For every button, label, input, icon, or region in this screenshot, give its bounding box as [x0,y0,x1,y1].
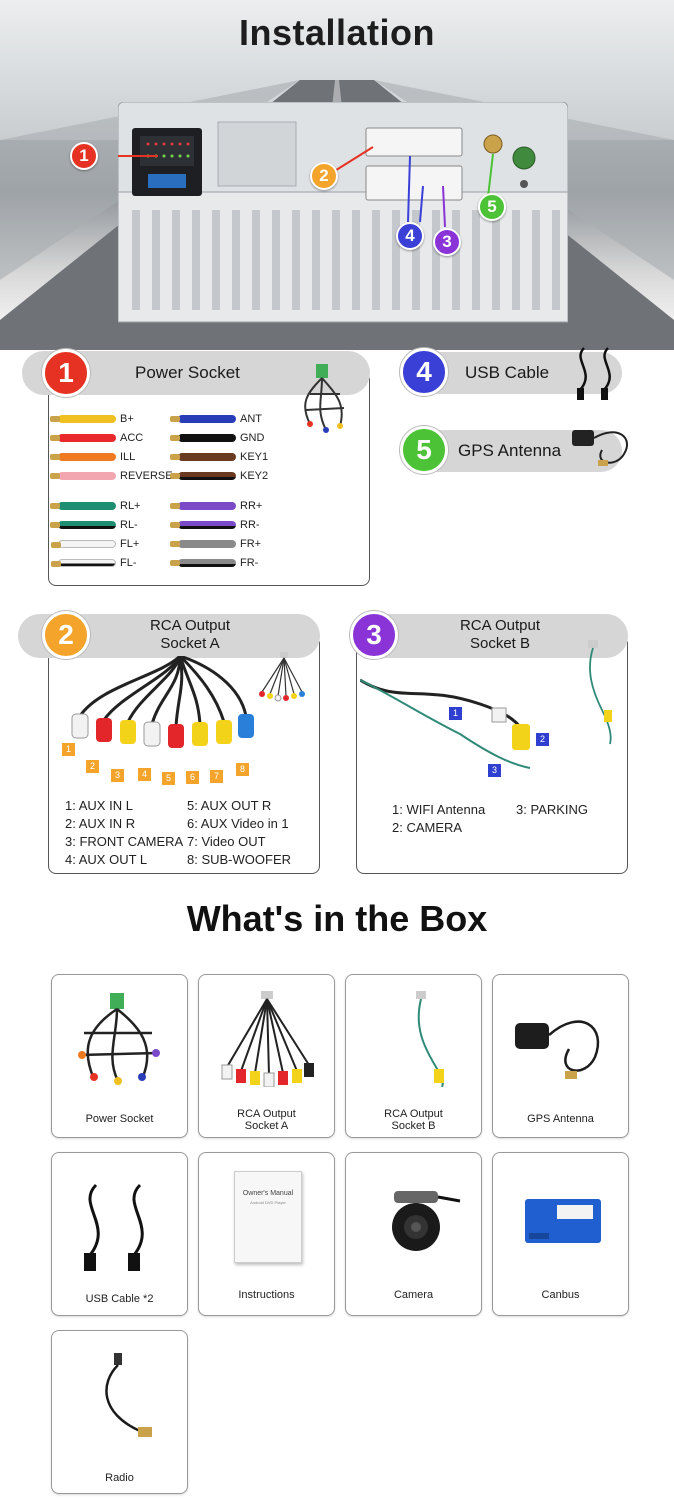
box-item-label: Power Socket [85,1113,154,1125]
rca-socket-a-panel [48,636,320,874]
rca-a-legend-1: 1: AUX IN L [65,798,133,813]
rca-a-tag-5: 5 [162,772,175,785]
box-item-usb-cable: USB Cable *2 [51,1152,188,1316]
page-title: Installation [238,12,436,53]
rca-a-tag-1: 1 [62,743,75,756]
gps-antenna-label: GPS Antenna [458,441,562,460]
radio-antenna-icon [105,1353,152,1437]
usb-cable-number: 4 [400,348,448,396]
rca-socket-b-panel [356,636,628,874]
rca-b-tag-3: 3 [488,764,501,777]
box-item-label: RCA Output [237,1108,296,1120]
rca-a-tag-4: 4 [138,768,151,781]
rca-socket-b-icon [416,991,444,1087]
box-item-radio: Radio [51,1330,188,1494]
rca-socket-a-icon [221,991,314,1087]
canbus-icon [525,1199,601,1243]
rca-a-legend-4: 4: AUX OUT L [65,852,148,867]
gps-antenna-number: 5 [400,426,448,474]
rca-socket-b-number: 3 [350,611,398,659]
hero-badge-4: 4 [396,222,424,250]
rca-socket-b-label-2: Socket B [469,635,531,652]
box-item-label-2: Socket B [391,1120,436,1132]
hero-badge-3: 3 [433,228,461,256]
rca-socket-a-label-2: Socket A [160,635,220,652]
hero-badge-2: 2 [310,162,338,190]
rca-a-legend-3: 3: FRONT CAMERA [65,834,184,849]
rca-a-legend-7: 7: Video OUT [187,834,266,849]
rca-socket-a-number: 2 [42,611,90,659]
head-unit-rear [118,102,568,323]
rca-harness-b-thumb [588,640,612,745]
box-item-canbus: Canbus [492,1152,629,1316]
camera-icon [392,1191,461,1251]
rca-b-tag-2: 2 [536,733,549,746]
rca-socket-b-pill [352,614,628,658]
box-item-label: USB Cable *2 [85,1293,154,1305]
rca-b-legend-3: 3: PARKING [516,802,589,817]
box-item-label: Instructions [238,1289,295,1301]
box-item-label: Canbus [541,1289,580,1301]
usb-cable-label: USB Cable [465,363,550,382]
hero-badge-5: 5 [478,193,506,221]
box-item-label: RCA Output [384,1108,443,1120]
box-item-rca-socket-a: RCA Output Socket A [198,974,335,1138]
rca-a-legend-6: 6: AUX Video in 1 [187,816,289,831]
usb-cable-icon [577,347,611,400]
rca-socket-a-label-1: RCA Output [149,617,231,634]
usb-cable-icon [84,1183,144,1271]
box-item-label-2: Socket A [244,1120,289,1132]
box-item-label: GPS Antenna [527,1113,594,1125]
rca-a-tag-8: 8 [236,763,249,776]
manual-subtitle: Android DVD Player [250,1200,286,1205]
power-socket-label: Power Socket [135,363,240,382]
rca-harness-a-thumb [259,652,305,702]
rca-a-tag-7: 7 [210,770,223,783]
rca-b-tag-1: 1 [449,707,462,720]
rca-a-legend-5: 5: AUX OUT R [187,798,272,813]
gps-antenna-icon [572,430,629,466]
box-item-instructions: Owner's Manual Android DVD Player Instru… [198,1152,335,1316]
box-item-power-socket: Power Socket [51,974,188,1138]
manual-title: Owner's Manual [242,1190,294,1197]
rca-a-tag-6: 6 [186,771,199,784]
rca-harness-a-image [71,656,254,748]
rca-a-legend-2: 2: AUX IN R [65,816,136,831]
power-socket-number: 1 [42,349,90,397]
rca-socket-b-label-1: RCA Output [459,617,541,634]
power-socket-icon [78,993,160,1085]
hero-badge-1: 1 [70,142,98,170]
rca-b-legend-1: 1: WIFI Antenna [392,802,486,817]
box-item-label: Camera [393,1289,434,1301]
box-item-label: Radio [105,1472,134,1484]
box-item-gps-antenna: GPS Antenna [492,974,629,1138]
box-item-rca-socket-b: RCA Output Socket B [345,974,482,1138]
power-harness-icon [304,364,345,433]
manual-booklet: Owner's Manual Android DVD Player [234,1171,302,1263]
hero-banner: Installation [0,0,674,350]
rca-harness-b-image [360,678,531,769]
box-item-camera: Camera [345,1152,482,1316]
rca-a-tag-3: 3 [111,769,124,782]
rca-b-legend-2: 2: CAMERA [392,820,463,835]
box-section-title: What's in the Box [186,898,488,939]
rca-a-tag-2: 2 [86,760,99,773]
gps-antenna-icon [515,1020,600,1079]
rca-a-legend-8: 8: SUB-WOOFER [187,852,292,867]
